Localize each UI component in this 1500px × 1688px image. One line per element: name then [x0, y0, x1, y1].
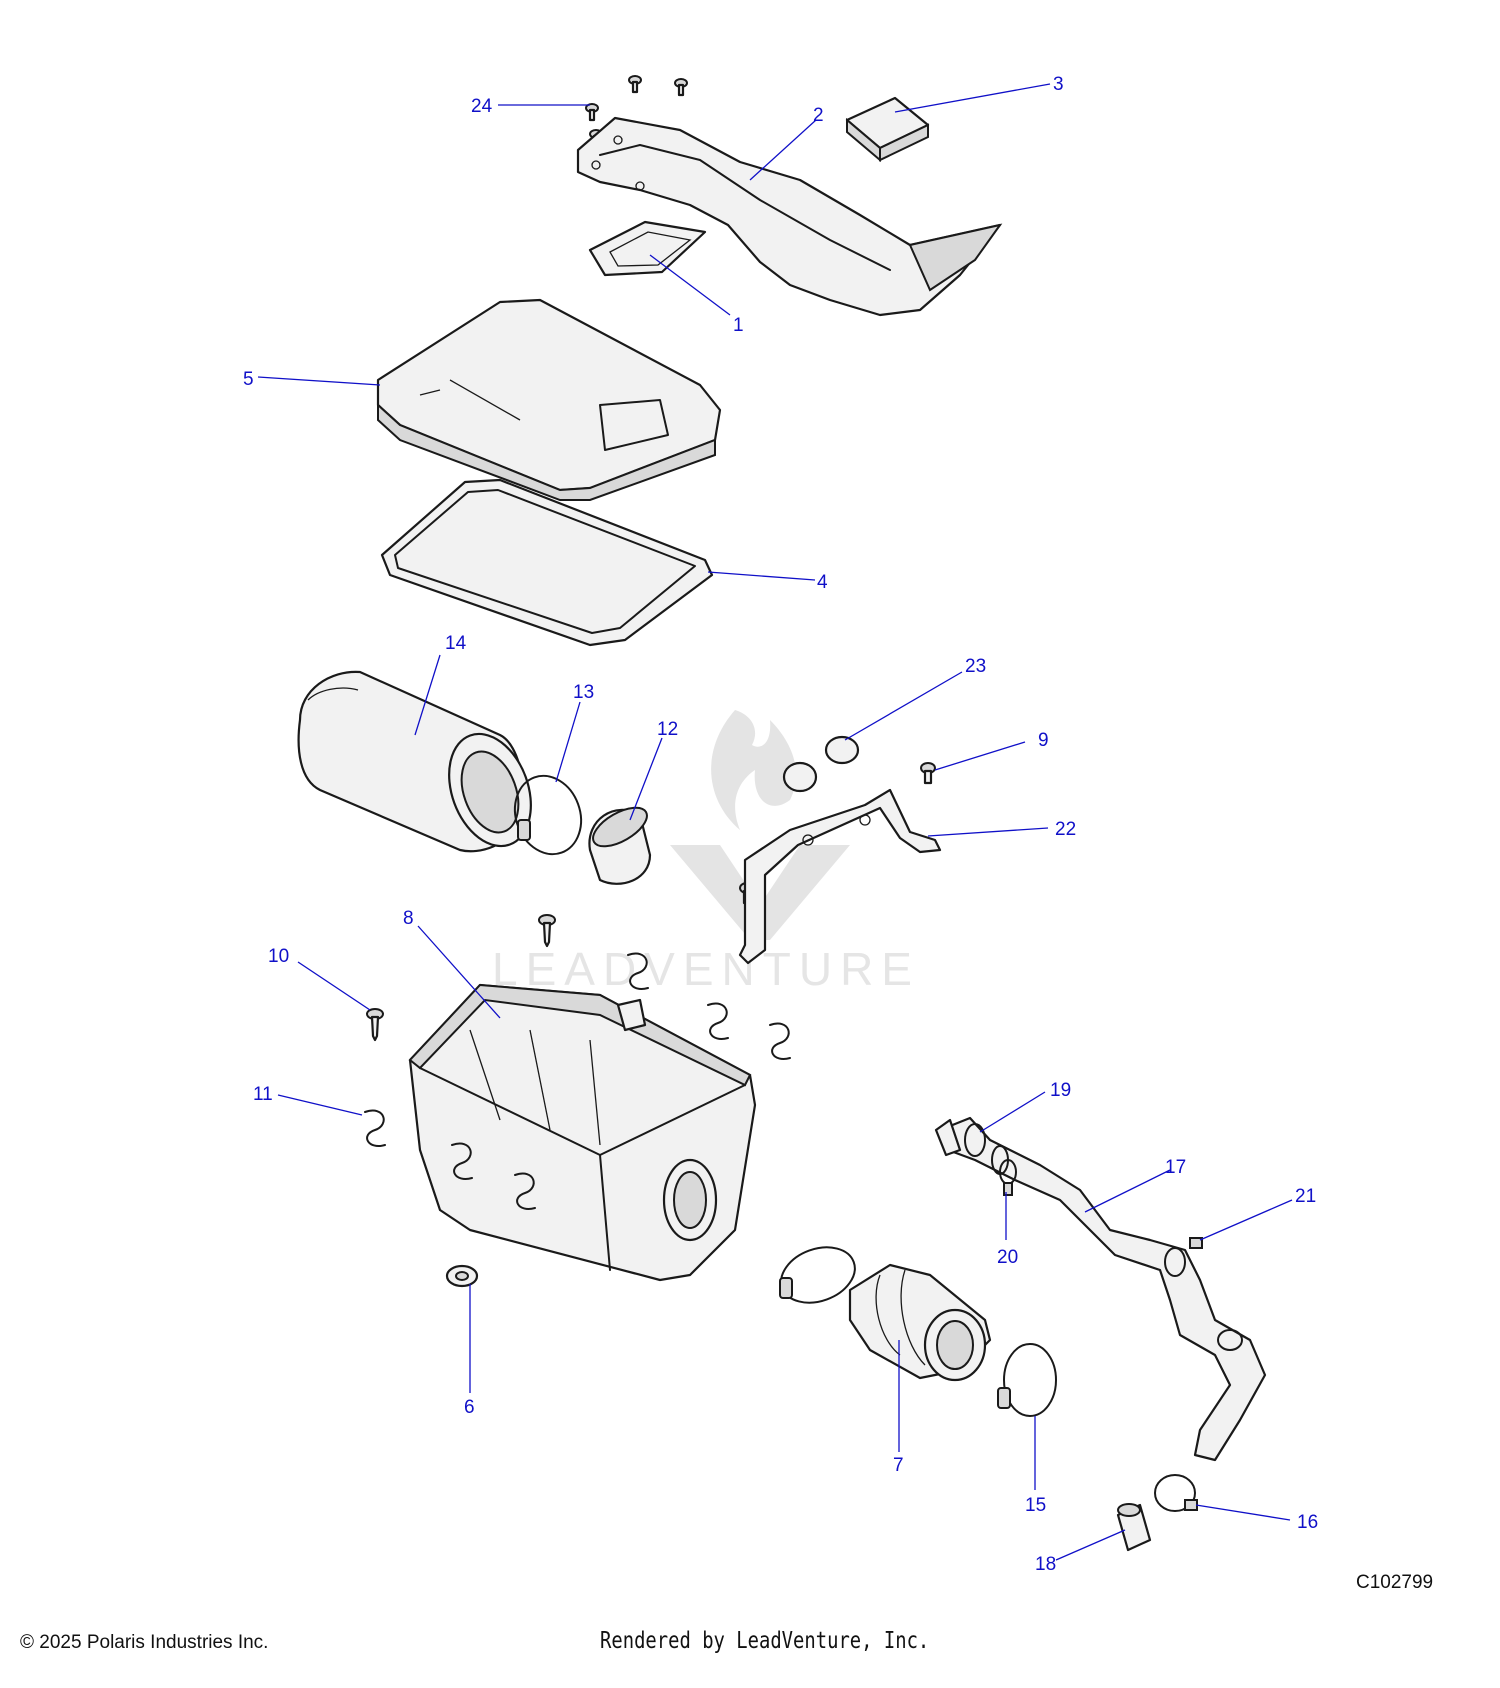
part-boot-clamp-lower	[997, 1343, 1057, 1417]
part-drain-grommet	[445, 1264, 479, 1288]
callout-2[interactable]: 2	[813, 105, 824, 126]
leader-5	[257, 376, 381, 386]
part-intake-duct	[576, 116, 1003, 317]
leader-11	[277, 1094, 363, 1116]
part-spring-clips	[364, 952, 791, 1210]
callout-18[interactable]: 18	[1035, 1554, 1056, 1575]
part-boot-clamp-upper	[779, 1246, 856, 1304]
leader-13	[555, 701, 581, 783]
callout-6[interactable]: 6	[464, 1397, 475, 1418]
part-airbox-bracket	[738, 788, 942, 965]
part-duct-gasket	[588, 220, 707, 277]
callout-13[interactable]: 13	[573, 682, 594, 703]
callout-22[interactable]: 22	[1055, 819, 1076, 840]
callout-5[interactable]: 5	[243, 369, 254, 390]
callout-labels: 24 3 2 1 5 4 14 13 12 23 9 22 8 10 11 19…	[243, 74, 1318, 1575]
callout-9[interactable]: 9	[1038, 730, 1049, 751]
leader-23	[844, 671, 963, 741]
callout-16[interactable]: 16	[1297, 1512, 1318, 1533]
callout-14[interactable]: 14	[445, 633, 467, 654]
leader-12	[629, 737, 663, 821]
callout-11[interactable]: 11	[253, 1084, 273, 1105]
watermark-text: LEADVENTURE	[492, 943, 920, 995]
part-intake-boot	[848, 1263, 992, 1382]
leader-4	[707, 571, 816, 581]
leader-10	[297, 961, 371, 1011]
leader-8	[417, 925, 501, 1019]
callout-19[interactable]: 19	[1050, 1080, 1071, 1101]
part-airbox-screw	[366, 914, 556, 1042]
part-breather-hose	[934, 1116, 1267, 1462]
leader-18	[1055, 1529, 1126, 1561]
part-air-filter	[297, 670, 532, 853]
part-airbox-cover	[376, 298, 722, 501]
leader-9	[934, 741, 1026, 771]
callout-23[interactable]: 23	[965, 656, 986, 677]
watermark: LEADVENTURE	[492, 710, 920, 995]
part-filter-clamp	[513, 774, 583, 856]
callout-3[interactable]: 3	[1053, 74, 1064, 95]
leader-19	[979, 1091, 1046, 1133]
part-filter-sleeve	[588, 806, 652, 885]
callout-8[interactable]: 8	[403, 908, 414, 929]
part-foam-pad	[845, 96, 930, 163]
leader-16	[1195, 1504, 1291, 1521]
callout-24[interactable]: 24	[471, 96, 493, 117]
part-rubber-grommets	[782, 735, 860, 793]
leader-22	[927, 827, 1049, 837]
callout-7[interactable]: 7	[893, 1455, 904, 1476]
callout-15[interactable]: 15	[1025, 1495, 1046, 1516]
part-airbox-seal	[380, 478, 714, 647]
callout-20[interactable]: 20	[997, 1247, 1018, 1268]
watermark-flame-icon	[711, 710, 797, 830]
leader-17	[1084, 1169, 1171, 1213]
leader-21	[1199, 1199, 1293, 1241]
callout-17[interactable]: 17	[1165, 1157, 1186, 1178]
callout-12[interactable]: 12	[657, 719, 678, 740]
callout-21[interactable]: 21	[1295, 1186, 1316, 1207]
leader-2	[749, 119, 817, 181]
watermark-v-icon	[670, 845, 850, 940]
callout-10[interactable]: 10	[268, 946, 289, 967]
leader-1	[649, 254, 731, 316]
leader-lines	[257, 83, 1293, 1561]
leader-3	[894, 83, 1051, 113]
rendered-by-credit: Rendered by LeadVenture, Inc.	[600, 1628, 930, 1654]
part-hose-clamp-small	[1154, 1474, 1198, 1512]
callout-1[interactable]: 1	[733, 315, 744, 336]
part-hose-clamps	[964, 1123, 1203, 1249]
callout-4[interactable]: 4	[817, 572, 828, 593]
diagram-reference-code: C102799	[1356, 1572, 1434, 1593]
copyright-notice: © 2025 Polaris Industries Inc.	[20, 1632, 269, 1653]
part-airbox-base	[408, 983, 757, 1282]
part-hose-plug	[1116, 1503, 1152, 1552]
leader-14	[414, 654, 441, 736]
